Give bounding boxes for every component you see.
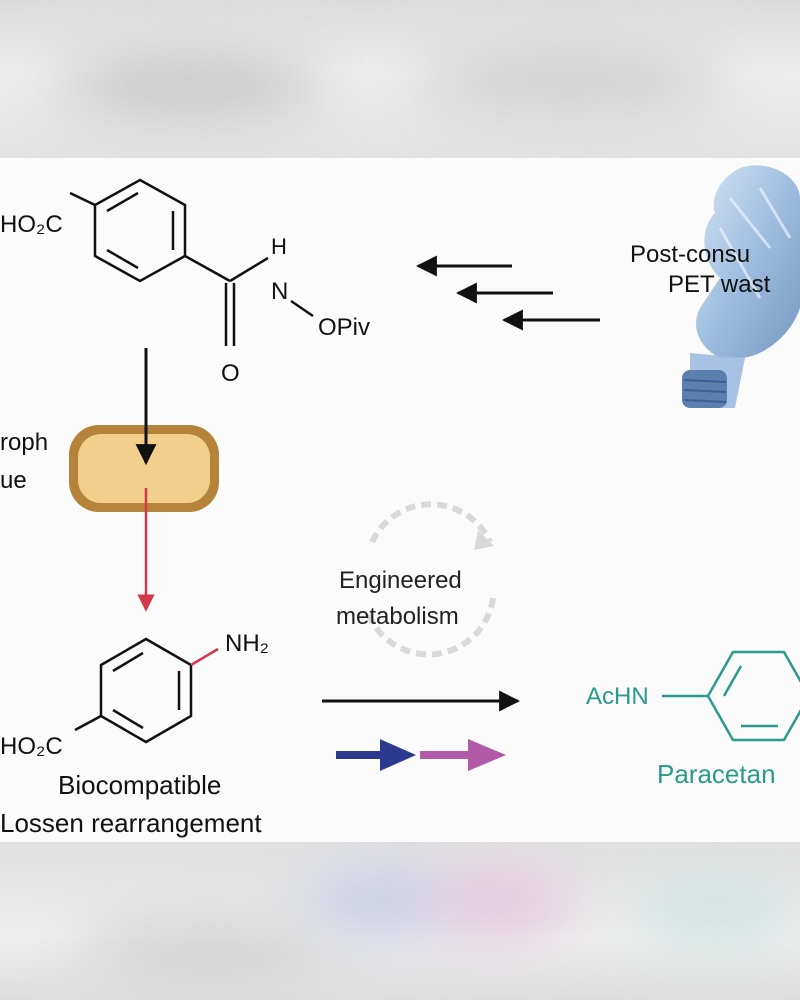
pet-label-line2: PET wast: [668, 271, 771, 298]
cell-label-line1: roph: [0, 429, 48, 456]
paba-structure: [74, 637, 193, 744]
cell-label-line2: ue: [0, 467, 27, 494]
pet-bottle-image: [682, 165, 800, 408]
top-molecule-h-label: H: [271, 234, 287, 259]
magenta-arrow: [420, 739, 506, 771]
paba-nh2-label: NH₂: [225, 630, 269, 657]
top-molecule-ho2c-label: HO₂C: [0, 211, 63, 238]
pathway-diagram: Post-consu PET wast HO₂C H N OPiv O: [0, 165, 800, 838]
top-molecule-opiv-label: OPiv: [318, 314, 370, 341]
diagram-panel: Post-consu PET wast HO₂C H N OPiv O: [0, 158, 800, 842]
blurred-top-background: [0, 0, 800, 158]
top-molecule-n-label: N: [271, 278, 288, 305]
paba-ho2c-label: HO₂C: [0, 733, 63, 760]
engineered-label-line2: metabolism: [336, 603, 459, 630]
paracetamol-structure: [662, 650, 800, 742]
pet-label-line1: Post-consu: [630, 241, 750, 268]
engineered-label-line1: Engineered: [339, 567, 462, 594]
navy-arrow: [336, 739, 416, 771]
blurred-bottom-background: [0, 842, 800, 1000]
product-achn-label: AcHN: [586, 683, 649, 710]
product-name-label: Paracetan: [657, 759, 776, 789]
amine-bond: [190, 647, 219, 667]
caption-line2: Lossen rearrangement: [0, 808, 262, 838]
top-molecule-o-label: O: [221, 360, 240, 387]
cycle-icon: [365, 501, 496, 658]
top-molecule-structure: [69, 178, 314, 346]
bacterial-cell-inner: [78, 434, 210, 503]
caption-line1: Biocompatible: [58, 770, 221, 800]
